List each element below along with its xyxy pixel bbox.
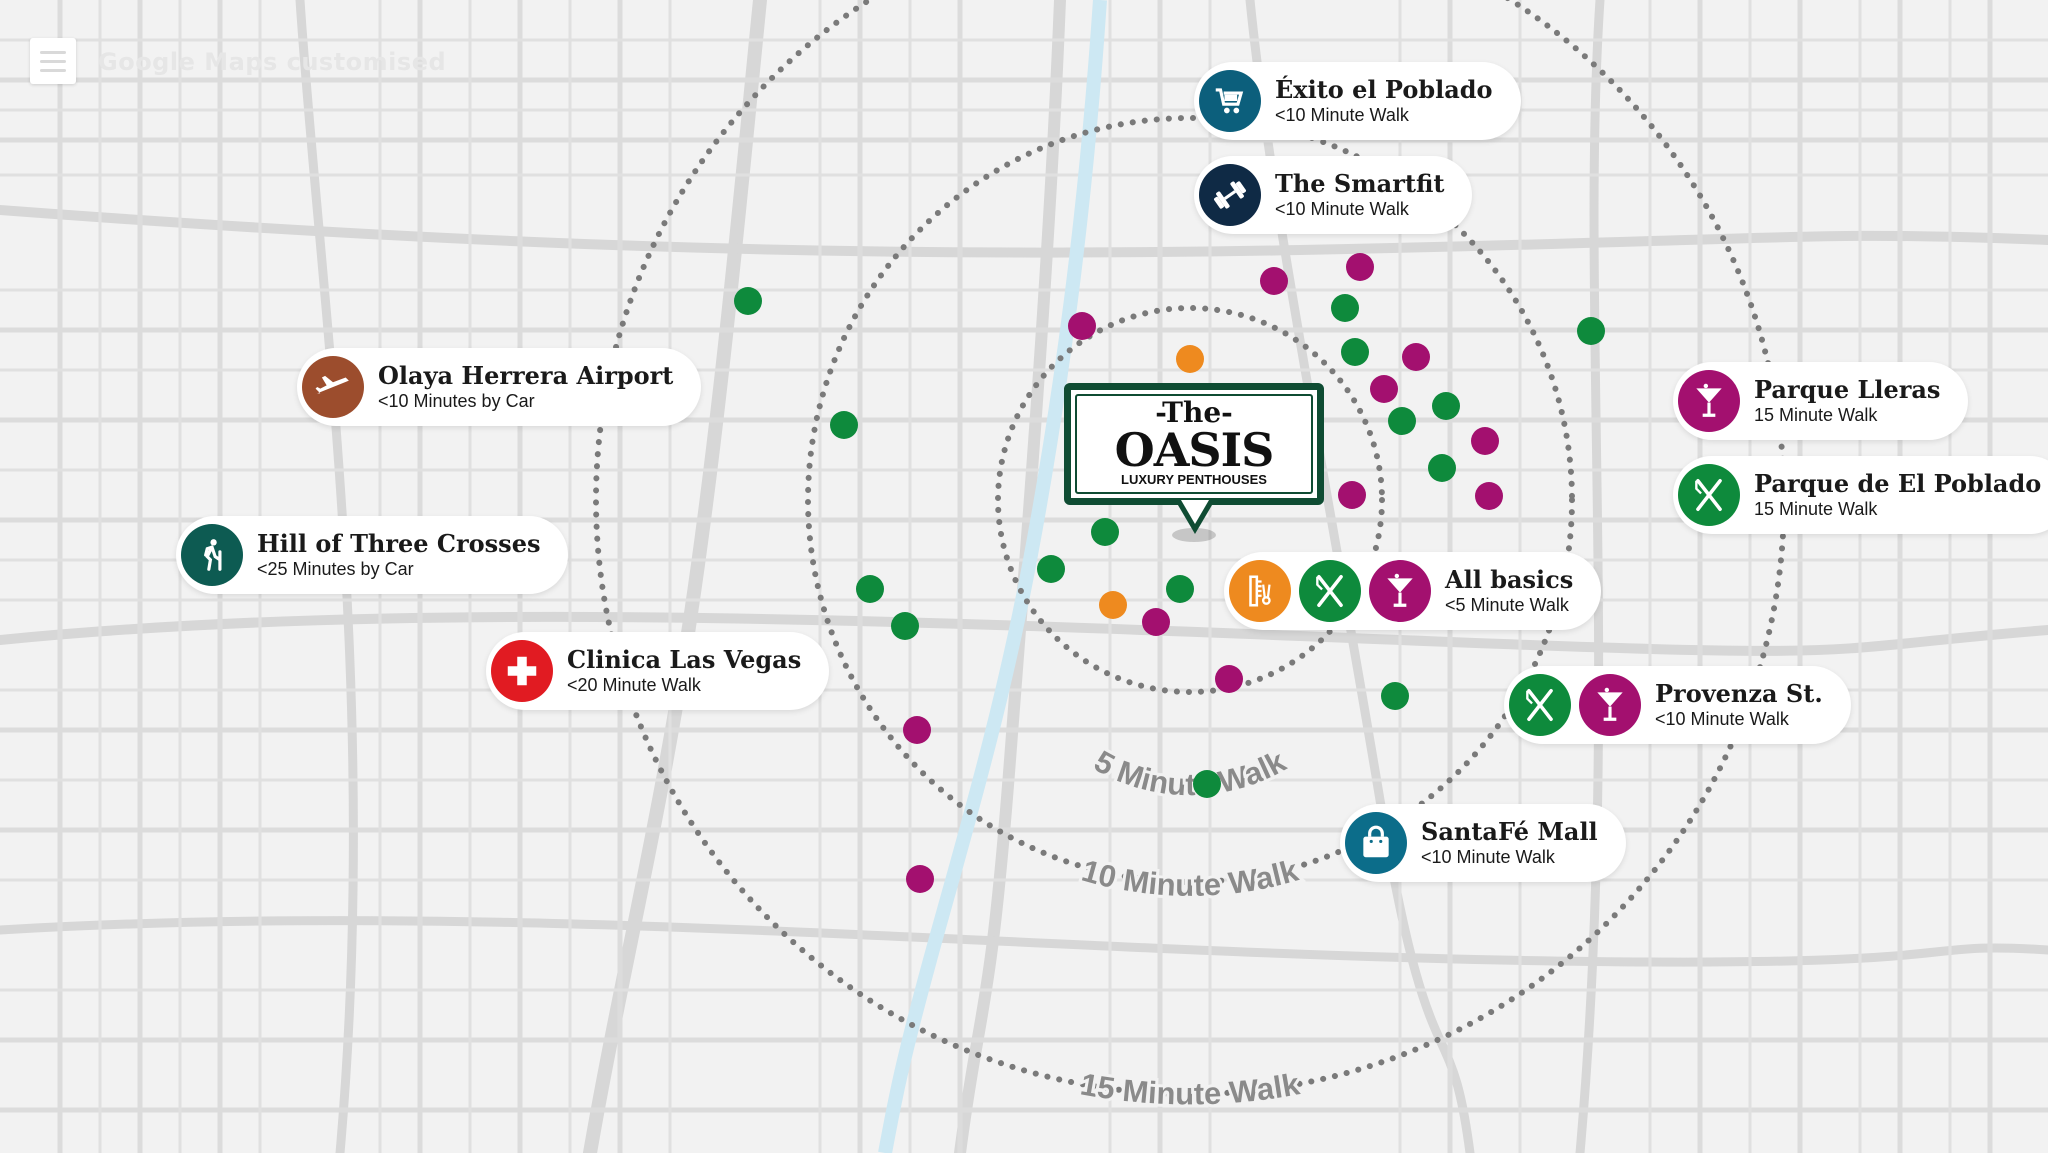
- place-card-provenza[interactable]: Provenza St. <10 Minute Walk: [1504, 666, 1851, 744]
- cutlery-icon: [1678, 464, 1740, 526]
- place-title: The Smartfit: [1275, 169, 1445, 198]
- place-title: Olaya Herrera Airport: [378, 361, 674, 390]
- map-pin: [1428, 454, 1456, 482]
- map-pin: [891, 612, 919, 640]
- barber-icon: [1229, 560, 1291, 622]
- place-distance: 15 Minute Walk: [1754, 405, 1878, 425]
- place-distance: 15 Minute Walk: [1754, 499, 1878, 519]
- place-card-hill[interactable]: Hill of Three Crosses <25 Minutes by Car: [176, 516, 569, 594]
- menu-button[interactable]: [30, 38, 76, 84]
- place-title: Clinica Las Vegas: [567, 645, 802, 674]
- place-card-basics[interactable]: All basics <5 Minute Walk: [1224, 552, 1602, 630]
- place-card-clinica[interactable]: Clinica Las Vegas <20 Minute Walk: [486, 632, 830, 710]
- place-distance: <10 Minute Walk: [1421, 847, 1555, 867]
- logo-line-2: OASIS: [1114, 423, 1275, 477]
- place-distance: <10 Minutes by Car: [378, 391, 535, 411]
- place-title: Parque de El Poblado: [1754, 469, 2042, 498]
- logo-line-1: -The-: [1155, 396, 1233, 429]
- map-pin: [1402, 343, 1430, 371]
- airplane-icon: [302, 356, 364, 418]
- map-pin: [906, 865, 934, 893]
- map-pin: [1099, 591, 1127, 619]
- place-distance: <10 Minute Walk: [1655, 709, 1789, 729]
- logo-line-3: LUXURY PENTHOUSES: [1121, 472, 1267, 487]
- place-title: SantaFé Mall: [1421, 817, 1598, 846]
- place-title: Parque Lleras: [1754, 375, 1941, 404]
- magenta-pins: [903, 253, 1503, 893]
- shopping-bag-icon: [1345, 812, 1407, 874]
- map-pin: [1166, 575, 1194, 603]
- oasis-logo-marker[interactable]: -The- OASIS LUXURY PENTHOUSES: [1064, 383, 1324, 505]
- map-pin: [1260, 267, 1288, 295]
- place-card-santafe[interactable]: SantaFé Mall <10 Minute Walk: [1340, 804, 1626, 882]
- place-distance: <10 Minute Walk: [1275, 199, 1409, 219]
- map-pin: [830, 411, 858, 439]
- place-card-lleras[interactable]: Parque Lleras 15 Minute Walk: [1673, 362, 1969, 440]
- map-pin: [1346, 253, 1374, 281]
- map-pin: [1068, 312, 1096, 340]
- map-pin: [1471, 427, 1499, 455]
- ring-5-minute: [995, 305, 1385, 695]
- map-pin: [1475, 482, 1503, 510]
- map-pin: [1388, 407, 1416, 435]
- menu-bar: [40, 68, 66, 72]
- dumbbell-icon: [1199, 164, 1261, 226]
- map-pin: [1142, 608, 1170, 636]
- map-pin: [1338, 481, 1366, 509]
- map-title-watermark: Google Maps customised: [98, 48, 447, 76]
- shopping-cart-icon: [1199, 70, 1261, 132]
- logo-pointer-inner: [1181, 500, 1209, 524]
- place-card-poblado[interactable]: Parque de El Poblado 15 Minute Walk: [1673, 456, 2048, 534]
- map-pin: [1037, 555, 1065, 583]
- place-card-smartfit[interactable]: The Smartfit <10 Minute Walk: [1194, 156, 1473, 234]
- place-title: Éxito el Poblado: [1275, 75, 1493, 104]
- map-pin: [1432, 392, 1460, 420]
- place-title: Hill of Three Crosses: [257, 529, 541, 558]
- cutlery-icon: [1299, 560, 1361, 622]
- river: [878, 0, 1107, 1153]
- place-distance: <5 Minute Walk: [1445, 595, 1569, 615]
- map-pin: [856, 575, 884, 603]
- medical-cross-icon: [491, 640, 553, 702]
- map-pin: [734, 287, 762, 315]
- orange-pins: [1099, 345, 1204, 619]
- place-title: All basics: [1445, 565, 1574, 594]
- map-pin: [1381, 682, 1409, 710]
- cocktail-icon: [1369, 560, 1431, 622]
- green-pins: [734, 287, 1605, 798]
- place-distance: <20 Minute Walk: [567, 675, 701, 695]
- cutlery-icon: [1509, 674, 1571, 736]
- cocktail-icon: [1579, 674, 1641, 736]
- map-pin: [903, 716, 931, 744]
- map-pin: [1341, 338, 1369, 366]
- map-pin: [1577, 317, 1605, 345]
- place-title: Provenza St.: [1655, 679, 1823, 708]
- menu-bar: [40, 50, 66, 54]
- map-pin: [1215, 665, 1243, 693]
- map-pin: [1176, 345, 1204, 373]
- place-distance: <25 Minutes by Car: [257, 559, 414, 579]
- map-pin: [1193, 770, 1221, 798]
- map-pin: [1091, 518, 1119, 546]
- place-card-exito[interactable]: Éxito el Poblado <10 Minute Walk: [1194, 62, 1521, 140]
- cocktail-icon: [1678, 370, 1740, 432]
- menu-bar: [40, 59, 66, 63]
- ring-10-minute: [805, 115, 1575, 885]
- map-pin: [1331, 294, 1359, 322]
- place-card-airport[interactable]: Olaya Herrera Airport <10 Minutes by Car: [297, 348, 702, 426]
- place-distance: <10 Minute Walk: [1275, 105, 1409, 125]
- hiker-icon: [181, 524, 243, 586]
- map-pin: [1370, 375, 1398, 403]
